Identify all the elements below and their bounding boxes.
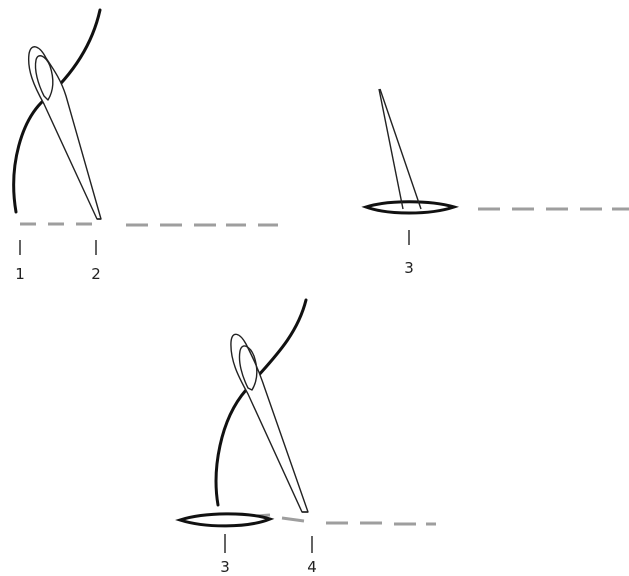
thread-tail — [379, 89, 421, 209]
step-label-1: 1 — [15, 240, 25, 283]
svg-text:3: 3 — [220, 558, 230, 576]
completed-stitch — [366, 202, 454, 213]
svg-text:2: 2 — [91, 265, 101, 283]
needle-icon — [29, 47, 101, 219]
svg-text:3: 3 — [404, 259, 414, 277]
panel-1-needle-entry: 1 2 — [14, 10, 278, 283]
panel-3-next-stitch: 3 4 — [180, 300, 436, 576]
svg-text:4: 4 — [307, 558, 317, 576]
step-label-3: 3 — [404, 230, 414, 277]
svg-text:1: 1 — [15, 265, 25, 283]
stitch-guide-line — [20, 224, 278, 225]
step-label-3: 3 — [220, 534, 230, 576]
panel-2-first-stitch: 3 — [366, 89, 629, 277]
step-label-2: 2 — [91, 240, 101, 283]
step-label-4: 4 — [307, 536, 317, 576]
completed-stitch — [180, 514, 270, 526]
